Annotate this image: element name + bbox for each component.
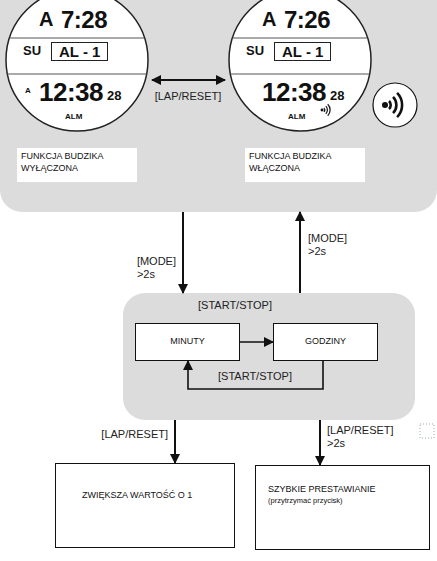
stray-mark xyxy=(420,424,434,438)
result-box: SZYBKIE PRESTAWIANIE(przytrzymać przycis… xyxy=(255,465,430,550)
watch-display: A 7:26SU AL - 1 12:38 28ALM xyxy=(228,0,372,132)
result-box: ZWIĘKSZA WARTOŚĆ O 1 xyxy=(55,463,235,548)
lcd-divider xyxy=(232,38,367,39)
lcd-text: A xyxy=(25,86,31,95)
mode-panel: A 7:28SU AL - 1 A 12:38 28ALM A 7:26SU AL - 1 12:… xyxy=(0,0,437,212)
lcd-text: ALM xyxy=(288,112,305,121)
box-text: FUNKCJA BUDZIKA WŁĄCZONA xyxy=(249,151,361,174)
sound-wave xyxy=(397,93,402,117)
box-text: MINUTY xyxy=(170,336,205,348)
sound-callout xyxy=(373,83,417,127)
lcd-divider xyxy=(9,38,144,39)
lcd-text: 7:26 xyxy=(284,6,330,34)
flow-arrow xyxy=(299,212,301,293)
lcd-text: A xyxy=(262,8,276,31)
sound-wave xyxy=(389,101,391,109)
flow-arrow xyxy=(319,420,321,465)
box-text: ZWIĘKSZA WARTOŚĆ O 1 xyxy=(82,490,216,502)
state-caption: FUNKCJA BUDZIKA WYŁĄCZONA xyxy=(17,148,137,182)
callout-circle xyxy=(373,83,417,127)
flow-arrow xyxy=(174,420,176,463)
watch-display: A 7:28SU AL - 1 A 12:38 28ALM xyxy=(5,0,149,132)
sound-wave xyxy=(326,106,328,114)
sound-wave xyxy=(323,108,325,112)
lcd-text: 28 xyxy=(107,89,121,104)
panel-fill xyxy=(0,0,437,212)
lcd-text: 12:38 xyxy=(39,78,103,108)
process-box: MINUTY xyxy=(135,323,240,361)
watch-outline xyxy=(6,0,148,131)
flow-arrow xyxy=(152,79,225,81)
edge-label: [LAP/RESET] >2s xyxy=(327,424,394,450)
box-text: FUNKCJA BUDZIKA WYŁĄCZONA xyxy=(21,151,133,174)
state-caption: FUNKCJA BUDZIKA WŁĄCZONA xyxy=(245,148,365,182)
watch-outline xyxy=(229,0,371,131)
panel-fill xyxy=(123,293,415,420)
lcd-text: 28 xyxy=(330,89,344,104)
flow-arrow xyxy=(188,361,323,389)
flow-arrow xyxy=(182,212,184,293)
panel-heading: [START/STOP] xyxy=(198,299,272,311)
sound-wave xyxy=(393,97,396,113)
edge-label: [MODE] >2s xyxy=(137,255,176,281)
lcd-text: ALM xyxy=(65,112,82,121)
lcd-text: AL - 1 xyxy=(51,42,108,61)
box-text: SZYBKIE PRESTAWIANIE xyxy=(268,484,419,496)
sound-dot xyxy=(382,102,388,108)
lcd-divider xyxy=(230,74,369,75)
edge-label: [MODE] >2s xyxy=(308,232,347,258)
process-box: GODZINY xyxy=(273,323,378,361)
edge-label: [LAP/RESET] xyxy=(155,90,222,103)
box-text: GODZINY xyxy=(305,336,346,348)
sound-dot xyxy=(321,109,324,112)
setting-panel: [START/STOP] MINUTY GODZINY xyxy=(123,293,415,420)
edge-label: [START/STOP] xyxy=(218,370,292,383)
box-text: (przytrzymać przycisk) xyxy=(268,496,419,506)
lcd-text: SU xyxy=(246,44,264,59)
sound-wave xyxy=(328,104,330,115)
lcd-divider xyxy=(7,74,146,75)
lcd-text: 12:38 xyxy=(262,78,326,108)
edge-label: [LAP/RESET] xyxy=(101,428,168,441)
lcd-text: AL - 1 xyxy=(274,42,331,61)
lcd-text: A xyxy=(39,8,53,31)
flow-arrow xyxy=(240,341,273,343)
lcd-text: SU xyxy=(23,44,41,59)
lcd-text: 7:28 xyxy=(61,6,107,34)
